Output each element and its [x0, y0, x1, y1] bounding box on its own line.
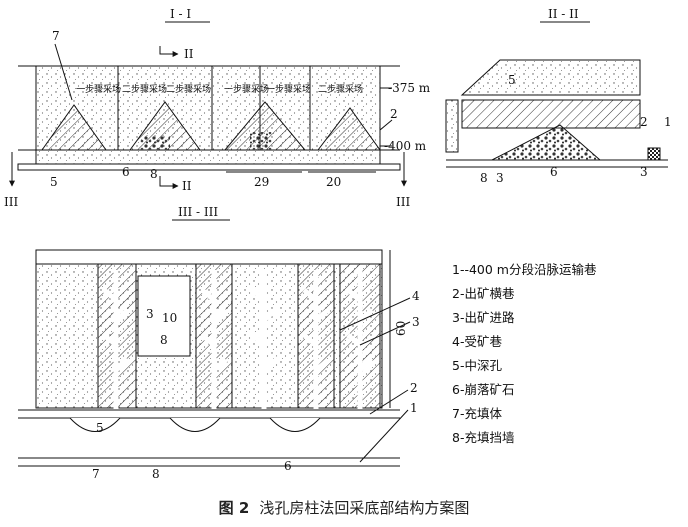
drawpoint-tree — [102, 270, 374, 470]
callout-5: 5 — [96, 421, 104, 435]
callout-3: 3 — [412, 315, 420, 329]
legend-item: 2-出矿横巷 — [452, 286, 515, 301]
callout-1: 1 — [664, 115, 672, 129]
callout-8: 8 — [150, 167, 158, 181]
step-label: 二步骤采场 — [318, 84, 363, 95]
section-3-title: III - III — [178, 205, 218, 219]
legend-item: 1--400 m分段沿脉运输巷 — [452, 262, 597, 277]
section-2-2: II - II 5 2 1 3 6 8 3 — [445, 7, 672, 185]
mark-III: III — [4, 195, 18, 209]
figure-caption: 图 2 浅孔房柱法回采底部结构方案图 — [0, 497, 688, 518]
legend-item: 4-受矿巷 — [452, 334, 502, 349]
broken-ore — [140, 135, 170, 150]
plan-top-strip — [35, 249, 383, 265]
step-label: 二步骤采场 — [166, 84, 211, 95]
legend-item: 8-充填挡墙 — [452, 430, 514, 445]
dim-3-plan: 3 — [146, 307, 154, 321]
callout-6: 6 — [122, 165, 130, 179]
legend: 1--400 m分段沿脉运输巷 2-出矿横巷 3-出矿进路 4-受矿巷 5-中深… — [452, 262, 597, 445]
pillar-2 — [445, 99, 459, 153]
haulage-band-1 — [17, 163, 401, 171]
step-label: 一步骤采场 — [76, 84, 121, 95]
callout-4: 4 — [412, 289, 420, 303]
callout-3: 3 — [640, 165, 648, 179]
callout-2: 2 — [390, 107, 398, 121]
figure-title: 浅孔房柱法回采底部结构方案图 — [259, 499, 470, 517]
legend-item: 3-出矿进路 — [452, 310, 515, 325]
callout-2: 2 — [410, 381, 418, 395]
dim-20: 20 — [326, 175, 341, 189]
broken-ore-2 — [491, 124, 602, 161]
step-label: 一步骤采场 — [266, 84, 311, 95]
step-label: 一步骤采场 — [224, 84, 269, 95]
callout-7: 7 — [92, 467, 100, 481]
section-2-title: II - II — [548, 7, 579, 21]
callout-1: 1 — [410, 401, 418, 415]
callout-6: 6 — [284, 459, 292, 473]
orebody-incline — [460, 59, 641, 96]
step-label: 二步骤采场 — [122, 84, 167, 95]
callout-5: 5 — [50, 175, 58, 189]
mark-III: III — [396, 195, 410, 209]
dim-10: 10 — [162, 311, 177, 325]
legend-item: 6-崩落矿石 — [452, 382, 514, 397]
callout-8: 8 — [152, 467, 160, 481]
hatched-zone — [461, 99, 641, 129]
dim-8: 8 — [480, 171, 488, 185]
callout-2: 2 — [640, 115, 648, 129]
drift-end — [647, 147, 661, 161]
stope-cone — [41, 104, 107, 151]
dim-3: 3 — [496, 171, 504, 185]
section-1-1: I - I 一步骤采场 二步骤采场 二步骤采场 一步骤采场 一步骤采场 二步骤采… — [4, 7, 431, 209]
open-stope — [137, 275, 191, 357]
level-375: -375 m — [388, 81, 431, 95]
callout-6: 6 — [550, 165, 558, 179]
dim-8-plan: 8 — [160, 333, 168, 347]
stope-cone — [316, 107, 381, 151]
legend-item: 7-充填体 — [452, 406, 502, 421]
level-400: -400 m — [384, 139, 427, 153]
mark-II: II — [182, 179, 192, 193]
callout-7: 7 — [52, 29, 60, 43]
legend-item: 5-中深孔 — [452, 358, 502, 373]
section-1-title: I - I — [170, 7, 191, 21]
broken-ore — [250, 132, 272, 150]
mark-II: II — [184, 47, 194, 61]
figure-number: 图 2 — [218, 499, 250, 517]
section-3-3: III - III 60 8 10 3 — [18, 205, 420, 481]
callout-5: 5 — [508, 73, 516, 87]
dim-29: 29 — [254, 175, 269, 189]
